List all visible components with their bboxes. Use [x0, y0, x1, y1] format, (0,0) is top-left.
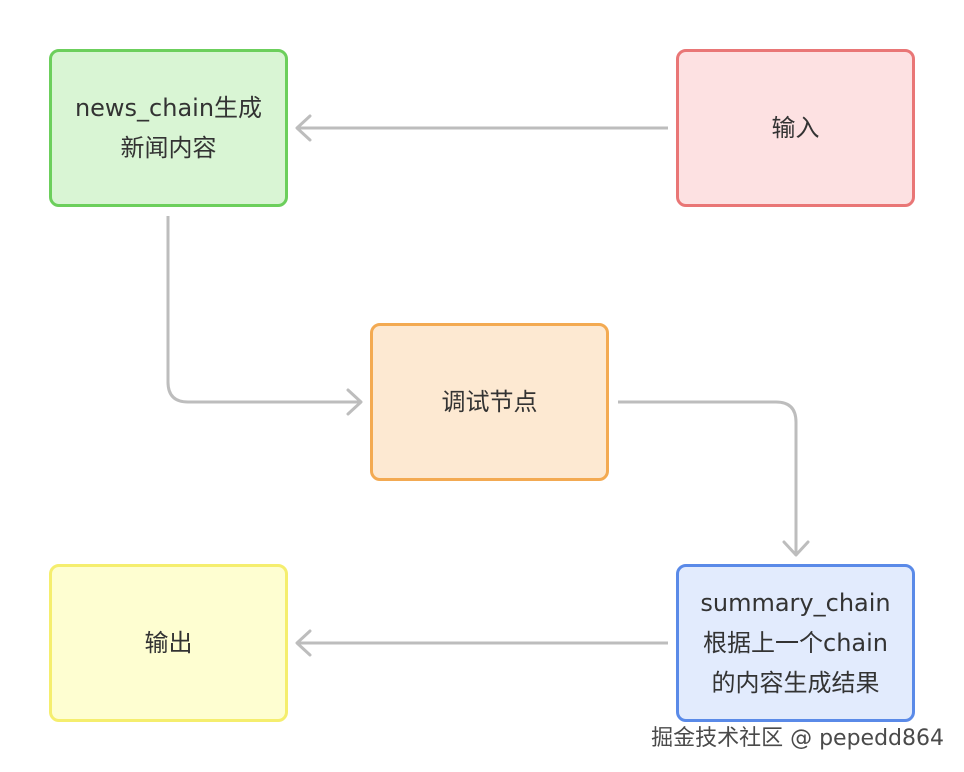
edge-news-to-debug — [166, 216, 360, 404]
node-summary-chain-label: summary_chain 根据上一个chain 的内容生成结果 — [700, 589, 891, 697]
node-input: 输入 — [676, 49, 915, 207]
node-news-chain-label: news_chain生成 新闻内容 — [74, 94, 263, 162]
edge-debug-to-summary — [618, 400, 798, 554]
node-summary-chain: summary_chain 根据上一个chain 的内容生成结果 — [676, 564, 915, 722]
arrowhead-output — [295, 629, 312, 657]
node-input-label: 输入 — [771, 114, 820, 142]
node-news-chain: news_chain生成 新闻内容 — [49, 49, 288, 207]
arrowhead-news — [295, 114, 312, 142]
watermark: 掘金技术社区 @ pepedd864 — [651, 726, 944, 751]
node-output-label: 输出 — [144, 629, 193, 657]
node-debug: 调试节点 — [370, 323, 609, 481]
edges — [166, 114, 810, 657]
node-debug-label: 调试节点 — [441, 388, 538, 416]
arrowhead-summary — [782, 540, 810, 557]
node-output: 输出 — [49, 564, 288, 722]
arrowhead-debug — [346, 388, 363, 416]
